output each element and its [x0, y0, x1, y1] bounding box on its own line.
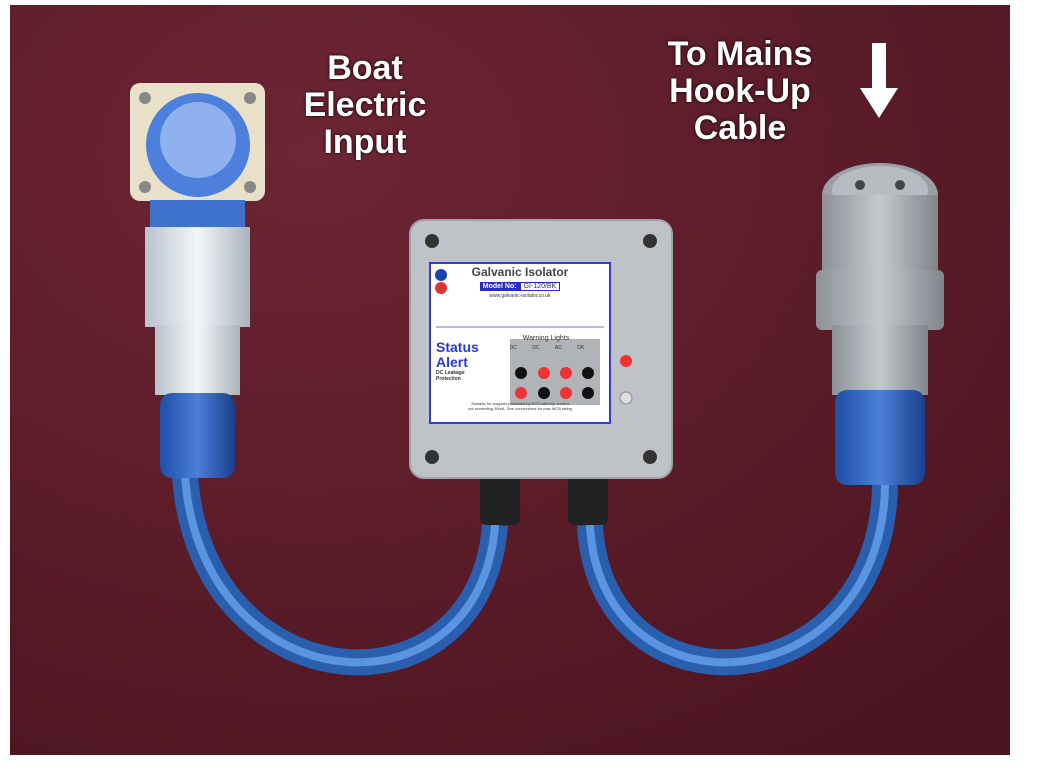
boat-inlet-socket: [130, 83, 265, 478]
product-photo: [10, 5, 1010, 755]
mains-plug: [816, 163, 944, 485]
caption-to-mains: To Mains Hook-Up Cable: [667, 35, 813, 147]
down-arrow-icon: [860, 43, 898, 118]
isolator-label: Galvanic Isolator Model No:GI-120/BK www…: [436, 265, 585, 411]
caption-boat-electric-input: Boat Electric Input: [303, 49, 427, 161]
galvanic-isolator-box: [409, 219, 673, 525]
